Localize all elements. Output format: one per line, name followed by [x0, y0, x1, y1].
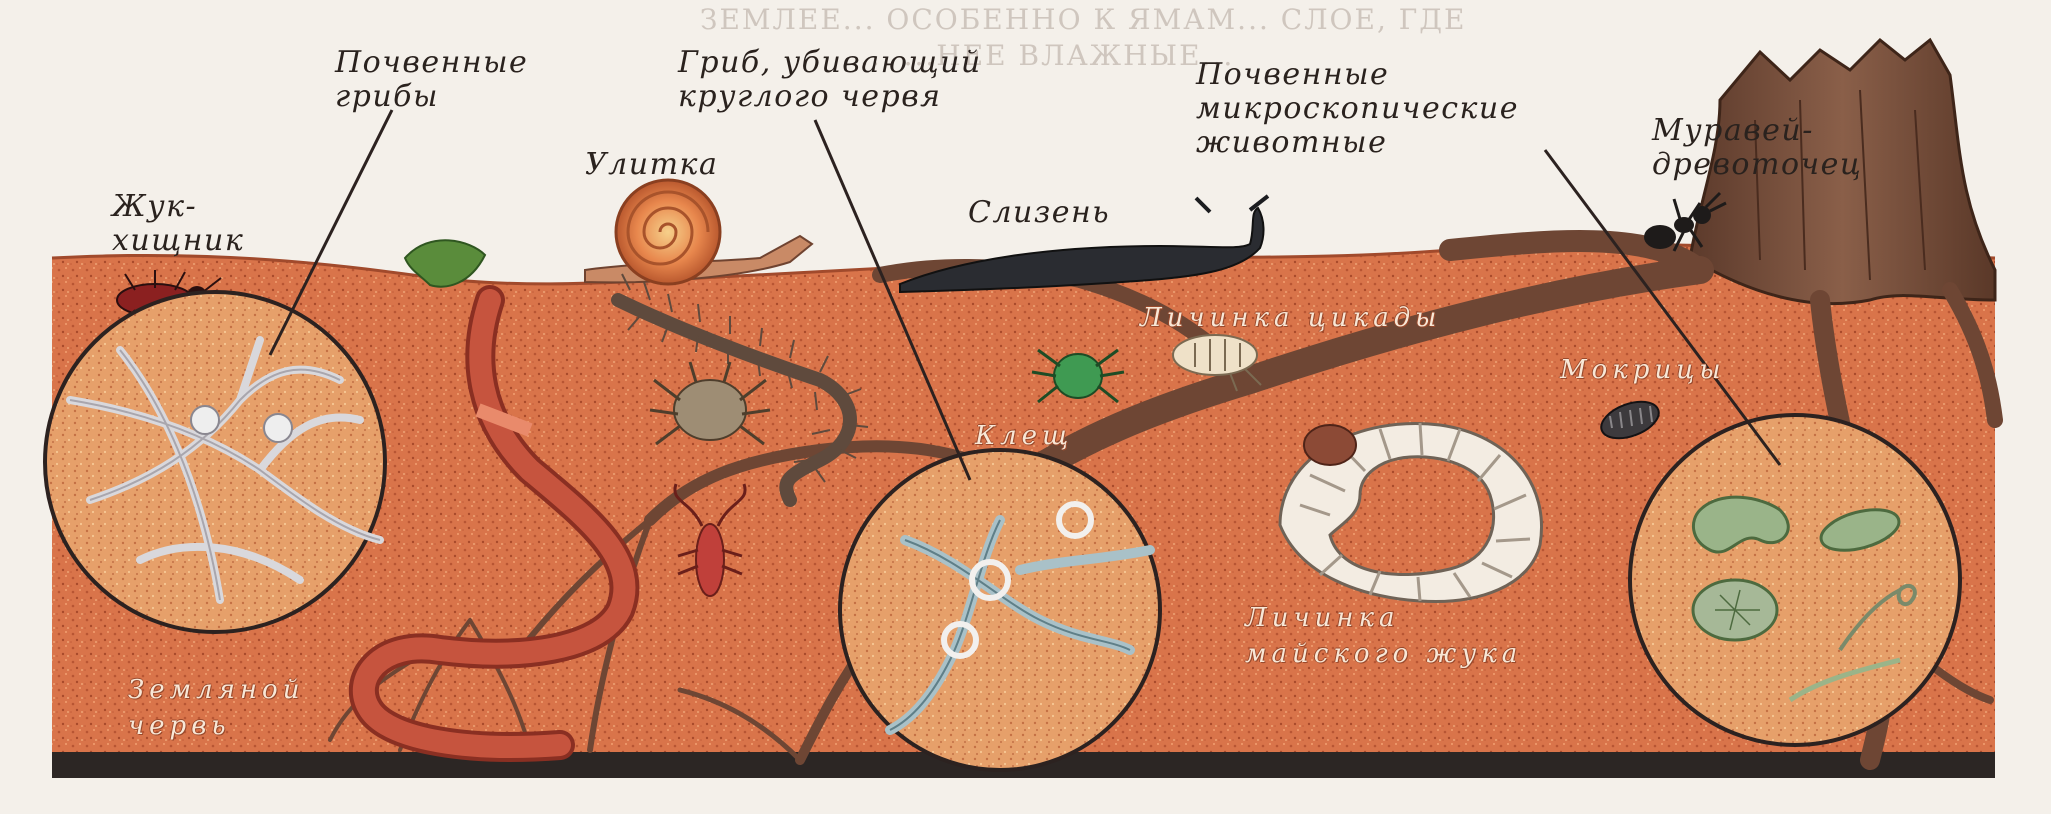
label-micro-animals: Почвенные микроскопические животные: [1196, 58, 1519, 160]
label-carpenter-ant: Муравей- древоточец: [1652, 114, 1862, 182]
label-slug: Слизень: [968, 196, 1110, 230]
label-snail: Улитка: [585, 148, 718, 182]
bleed-through-line-1: ЗЕМЛЕЕ... ОСОБЕННО К ЯМАМ... СЛОЕ, ГДЕ: [700, 4, 1467, 36]
label-woodlice: Мокрицы: [1560, 352, 1726, 388]
label-earthworm: Земляной червь: [128, 672, 304, 744]
label-cicada-larva: Личинка цикады: [1140, 300, 1441, 336]
snail: [585, 180, 812, 284]
label-soil-fungi: Почвенные грибы: [335, 46, 528, 114]
label-tick: Клещ: [975, 418, 1073, 454]
magnifier-micro-animals: [1630, 415, 1960, 745]
magnifier-nematode-fungus: [840, 450, 1160, 770]
label-nematode-fungus: Гриб, убивающий круглого червя: [678, 46, 982, 114]
label-predator-beetle: Жук- хищник: [112, 190, 244, 258]
label-cockchafer-larva: Личинка майского жука: [1245, 600, 1522, 672]
magnifier-soil-fungi: [45, 292, 385, 632]
